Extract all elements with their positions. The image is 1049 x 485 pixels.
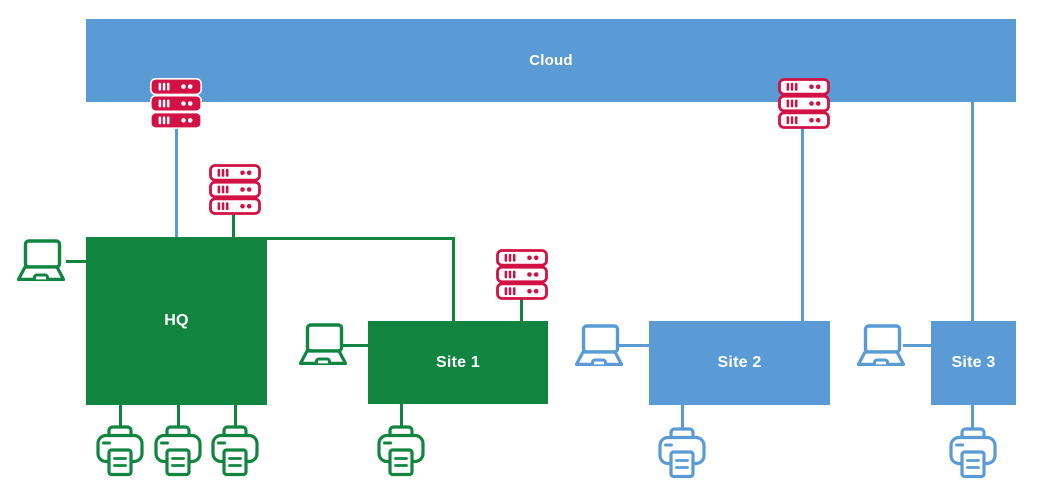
connector-hq-printer3: [234, 404, 237, 427]
node-cloud-label: Cloud: [529, 52, 573, 69]
printer-icon[interactable]: [211, 425, 259, 478]
node-hq-label: HQ: [164, 312, 189, 329]
node-cloud[interactable]: Cloud: [86, 19, 1016, 102]
laptop-icon[interactable]: [572, 324, 626, 368]
connector-laptop-hq: [66, 260, 88, 263]
laptop-icon[interactable]: [14, 239, 68, 283]
connector-cloud-hq: [175, 101, 178, 237]
node-site1[interactable]: Site 1: [368, 321, 548, 404]
server-rack-icon[interactable]: [150, 78, 202, 129]
connector-server-site1: [520, 298, 523, 322]
node-site2-label: Site 2: [717, 354, 762, 371]
node-site3[interactable]: Site 3: [931, 321, 1016, 405]
connector-hq-site1-h: [267, 237, 455, 240]
connector-hq-site1-v: [452, 237, 455, 321]
printer-icon[interactable]: [154, 425, 202, 478]
printer-icon[interactable]: [658, 427, 706, 480]
connector-cloud-site2: [801, 101, 804, 321]
printer-icon[interactable]: [377, 425, 425, 478]
node-hq[interactable]: HQ: [86, 237, 267, 405]
node-site1-label: Site 1: [436, 353, 480, 371]
connector-hq-printer1: [119, 404, 122, 427]
connector-site1-printer: [400, 404, 403, 427]
connector-laptop-site1: [342, 344, 370, 347]
node-site3-label: Site 3: [951, 354, 996, 371]
connector-laptop-site3: [903, 344, 933, 347]
connector-hq-printer2: [177, 404, 180, 427]
laptop-icon[interactable]: [854, 324, 908, 368]
server-rack-icon[interactable]: [496, 249, 548, 300]
connector-site3-printer: [971, 404, 974, 429]
server-rack-icon[interactable]: [778, 78, 830, 129]
laptop-icon[interactable]: [296, 323, 350, 367]
connector-cloud-site3: [971, 101, 974, 321]
connector-laptop-site2: [615, 344, 651, 347]
connector-site2-printer: [681, 404, 684, 429]
node-site2[interactable]: Site 2: [649, 321, 830, 405]
connector-server-hq: [232, 214, 235, 238]
server-rack-icon[interactable]: [209, 164, 261, 215]
printer-icon[interactable]: [949, 427, 997, 480]
printer-icon[interactable]: [96, 425, 144, 478]
